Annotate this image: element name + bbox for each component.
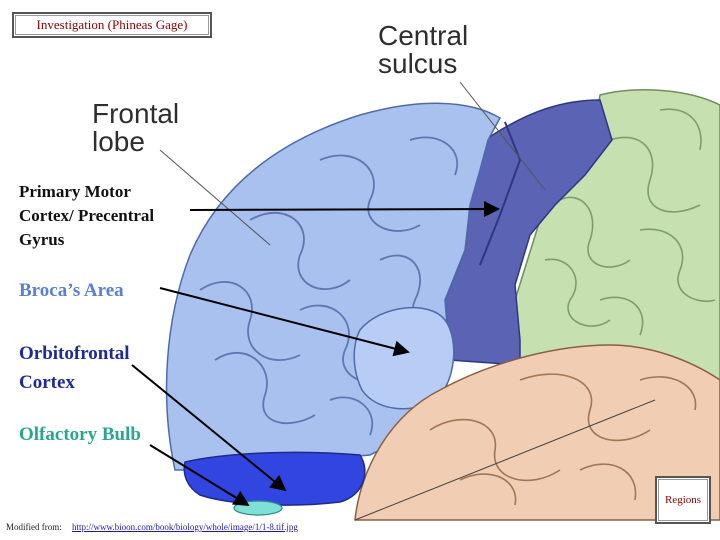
central-sulcus-label: Central sulcus bbox=[378, 22, 468, 78]
motor-label-line2: Cortex/ Precentral bbox=[19, 206, 155, 225]
olfactory-bulb-region bbox=[233, 500, 283, 516]
credit-link[interactable]: http://www.bioon.com/book/biology/whole/… bbox=[72, 522, 298, 532]
motor-label-line1: Primary Motor bbox=[19, 182, 131, 201]
frontal-lobe-pointer bbox=[159, 149, 271, 246]
olfactory-bulb-label: Olfactory Bulb bbox=[19, 424, 141, 445]
frontal-lobe-label-line1: Frontal bbox=[92, 98, 180, 129]
olfactory-bulb-arrow bbox=[149, 444, 250, 507]
orbito-label-line2: Cortex bbox=[19, 372, 75, 393]
primary-motor-cortex-label: Primary Motor Cortex/ Precentral Gyrus bbox=[19, 180, 189, 252]
central-sulcus-label-line1: Central bbox=[378, 20, 469, 51]
central-sulcus-pointer bbox=[459, 81, 546, 191]
regions-button[interactable]: Regions bbox=[655, 476, 711, 524]
frontal-lobe-label-line2: lobe bbox=[92, 126, 145, 157]
motor-label-line3: Gyrus bbox=[19, 230, 65, 249]
orbitofrontal-cortex-label: Orbitofrontal Cortex bbox=[19, 339, 169, 397]
orbito-label-line1: Orbitofrontal bbox=[19, 343, 130, 364]
central-sulcus-line bbox=[479, 121, 522, 266]
orbitofrontal-arrow bbox=[131, 364, 287, 492]
temporal-gyri bbox=[429, 373, 697, 506]
motor-cortex-arrow bbox=[189, 201, 500, 218]
orbitofrontal-cortex-region bbox=[183, 451, 366, 506]
lateral-fissure-line bbox=[354, 399, 656, 521]
parietal-gyri bbox=[544, 108, 716, 336]
broca-area-arrow bbox=[159, 287, 410, 357]
investigation-button[interactable]: Investigation (Phineas Gage) bbox=[12, 12, 212, 38]
temporal-lobe-region bbox=[354, 344, 720, 521]
frontal-lobe-label: Frontal lobe bbox=[92, 100, 179, 156]
credit-prefix: Modified from: bbox=[6, 522, 62, 532]
image-credit: Modified from: http://www.bioon.com/book… bbox=[6, 522, 298, 532]
central-sulcus-label-line2: sulcus bbox=[378, 48, 458, 79]
broca-area-label: Broca’s Area bbox=[19, 280, 124, 301]
